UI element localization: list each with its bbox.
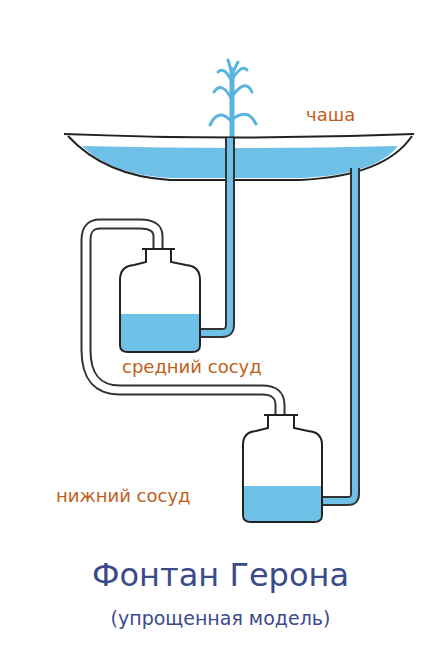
diagram-caption: (упрощенная модель) — [111, 607, 331, 630]
part-label: чаша — [306, 104, 355, 126]
middle-vessel — [120, 249, 200, 352]
part-label: нижний сосуд — [56, 485, 190, 507]
lower-vessel — [243, 415, 322, 522]
part-label: средний сосуд — [122, 356, 262, 378]
diagram-title: Фонтан Герона — [92, 556, 349, 594]
bowl — [64, 134, 414, 180]
water-jet — [210, 60, 256, 140]
